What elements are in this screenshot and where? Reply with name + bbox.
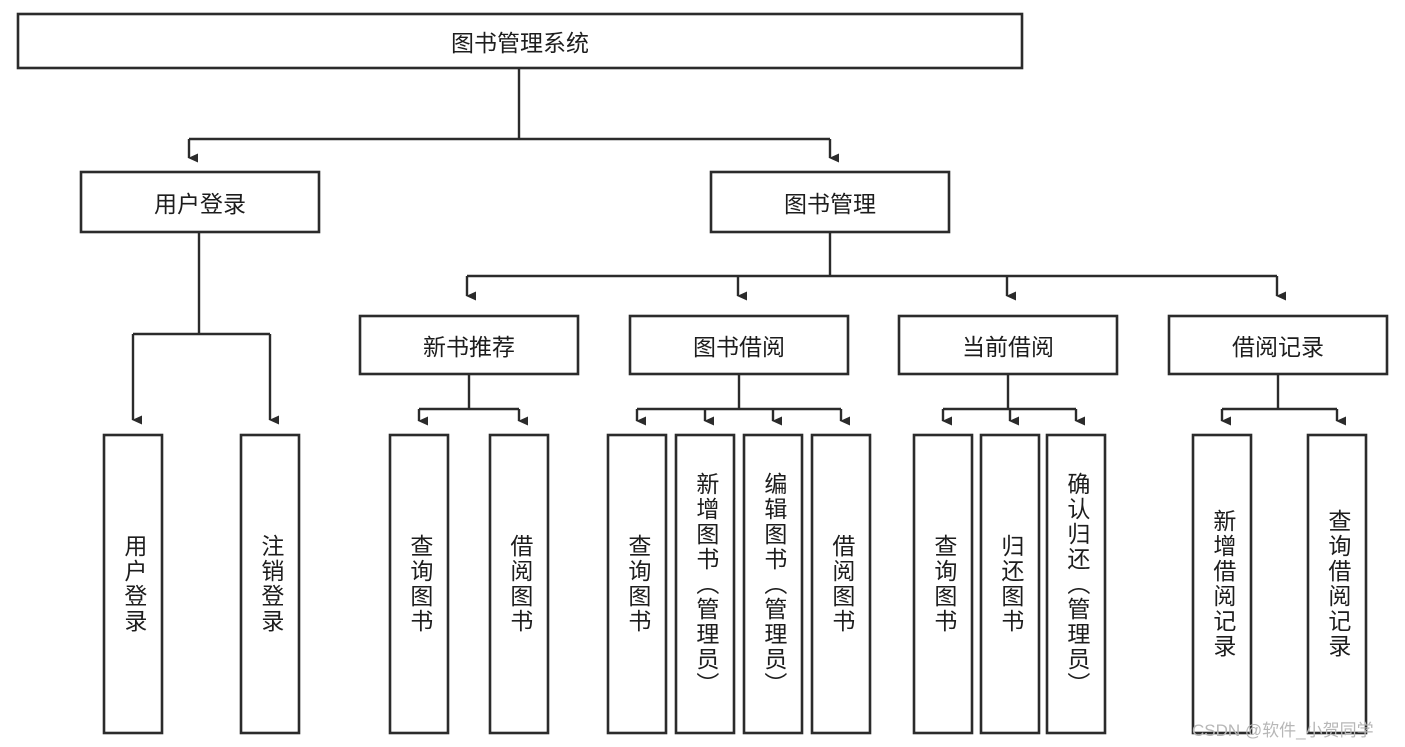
leaf-user-login-1[interactable] [102,433,164,735]
leaf-records-2[interactable] [1306,433,1368,735]
node-new-book[interactable] [358,314,580,376]
leaf-current-2[interactable] [979,433,1041,735]
leaf-borrow-2[interactable] [674,433,736,735]
leaf-new-book-1[interactable] [388,433,450,735]
leaf-borrow-4[interactable] [810,433,872,735]
leaf-current-3[interactable] [1045,433,1107,735]
leaf-borrow-3[interactable] [742,433,804,735]
node-records[interactable] [1167,314,1389,376]
leaf-records-1[interactable] [1191,433,1253,735]
node-book-mgmt[interactable] [709,170,951,234]
node-user-login[interactable] [79,170,321,234]
node-borrow[interactable] [628,314,850,376]
leaf-new-book-2[interactable] [488,433,550,735]
node-root[interactable] [16,12,1024,70]
leaf-user-login-2[interactable] [239,433,301,735]
leaf-current-1[interactable] [912,433,974,735]
node-current[interactable] [897,314,1119,376]
leaf-borrow-1[interactable] [606,433,668,735]
